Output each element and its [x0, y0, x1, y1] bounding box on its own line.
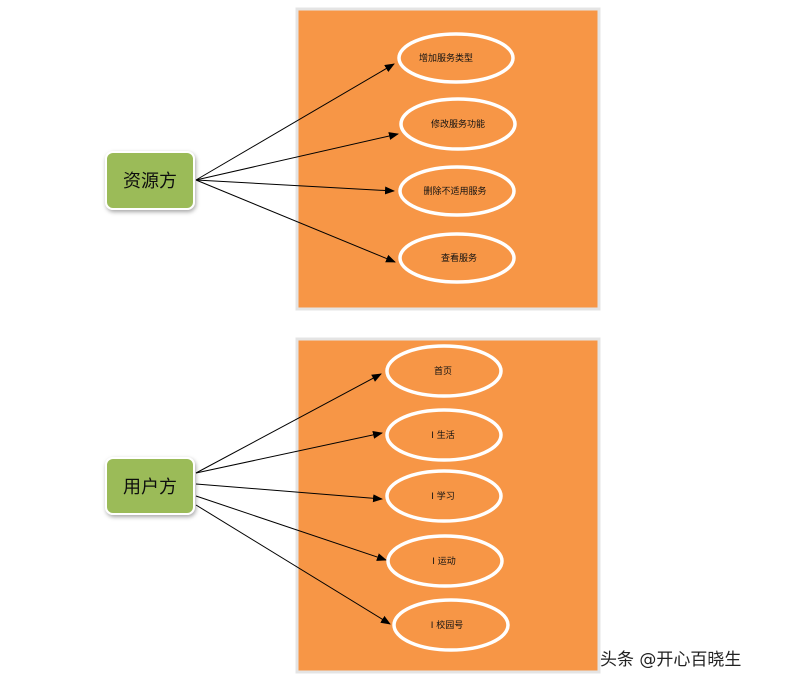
use-case-study[interactable]: I 学习	[385, 469, 503, 523]
arrow-delete-service	[195, 179, 395, 195]
use-case-ellipse[interactable]	[397, 32, 515, 84]
use-case-add-service-type[interactable]: 增加服务类型	[397, 32, 515, 84]
actor-box-user[interactable]	[105, 457, 195, 515]
use-case-ellipse[interactable]	[399, 97, 517, 151]
use-case-label: 修改服务功能	[431, 118, 485, 130]
use-case-label: 首页	[434, 365, 452, 377]
use-case-ellipse[interactable]	[385, 469, 503, 523]
use-case-label: I 校园号	[431, 619, 464, 631]
use-case-ellipse[interactable]	[398, 232, 516, 284]
use-case-label: 增加服务类型	[419, 52, 473, 64]
use-case-delete-service[interactable]: 删除不适用服务	[398, 165, 516, 217]
use-case-home[interactable]: 首页	[385, 344, 503, 398]
arrow-study	[195, 483, 383, 503]
use-case-label: I 学习	[431, 490, 455, 502]
use-case-ellipse[interactable]	[385, 344, 503, 398]
use-case-view-service[interactable]: 查看服务	[398, 232, 516, 284]
watermark: 头条 @开心百晓生	[600, 650, 742, 670]
use-case-life[interactable]: I 生活	[385, 408, 503, 462]
arrow-view-service	[195, 179, 396, 263]
arrow-life	[195, 430, 383, 474]
arrow-modify-service	[195, 132, 399, 181]
use-case-campus[interactable]: I 校园号	[392, 598, 510, 652]
actor-label-user: 用户方	[123, 477, 177, 498]
user-arrows	[195, 373, 391, 625]
actor-box-resource[interactable]	[105, 151, 195, 210]
actor-label-resource: 资源方	[123, 171, 177, 192]
resource-group: 资源方 增加服务类型 修改服务功能 删除不适用服务 查看服务	[105, 7, 601, 311]
user-group: 用户方 首页 I 生活 I 学习 I 运动 I 校园号	[105, 337, 601, 674]
use-case-ellipse[interactable]	[385, 408, 503, 462]
use-case-ellipse[interactable]	[386, 534, 504, 588]
use-case-label: 删除不适用服务	[423, 185, 486, 197]
arrow-sport	[195, 495, 387, 561]
use-case-sport[interactable]: I 运动	[386, 534, 504, 588]
arrow-campus	[195, 504, 391, 625]
arrow-add-service-type	[195, 63, 395, 181]
use-case-modify-service[interactable]: 修改服务功能	[399, 97, 517, 151]
resource-actor[interactable]: 资源方	[105, 151, 195, 210]
arrow-home	[195, 373, 382, 474]
resource-arrows	[195, 63, 399, 263]
use-case-label: 查看服务	[441, 252, 477, 264]
use-case-ellipse[interactable]	[398, 165, 516, 217]
user-actor[interactable]: 用户方	[105, 457, 195, 515]
use-case-ellipse[interactable]	[392, 598, 510, 652]
use-case-label: I 生活	[431, 429, 455, 441]
use-case-label: I 运动	[432, 556, 456, 567]
